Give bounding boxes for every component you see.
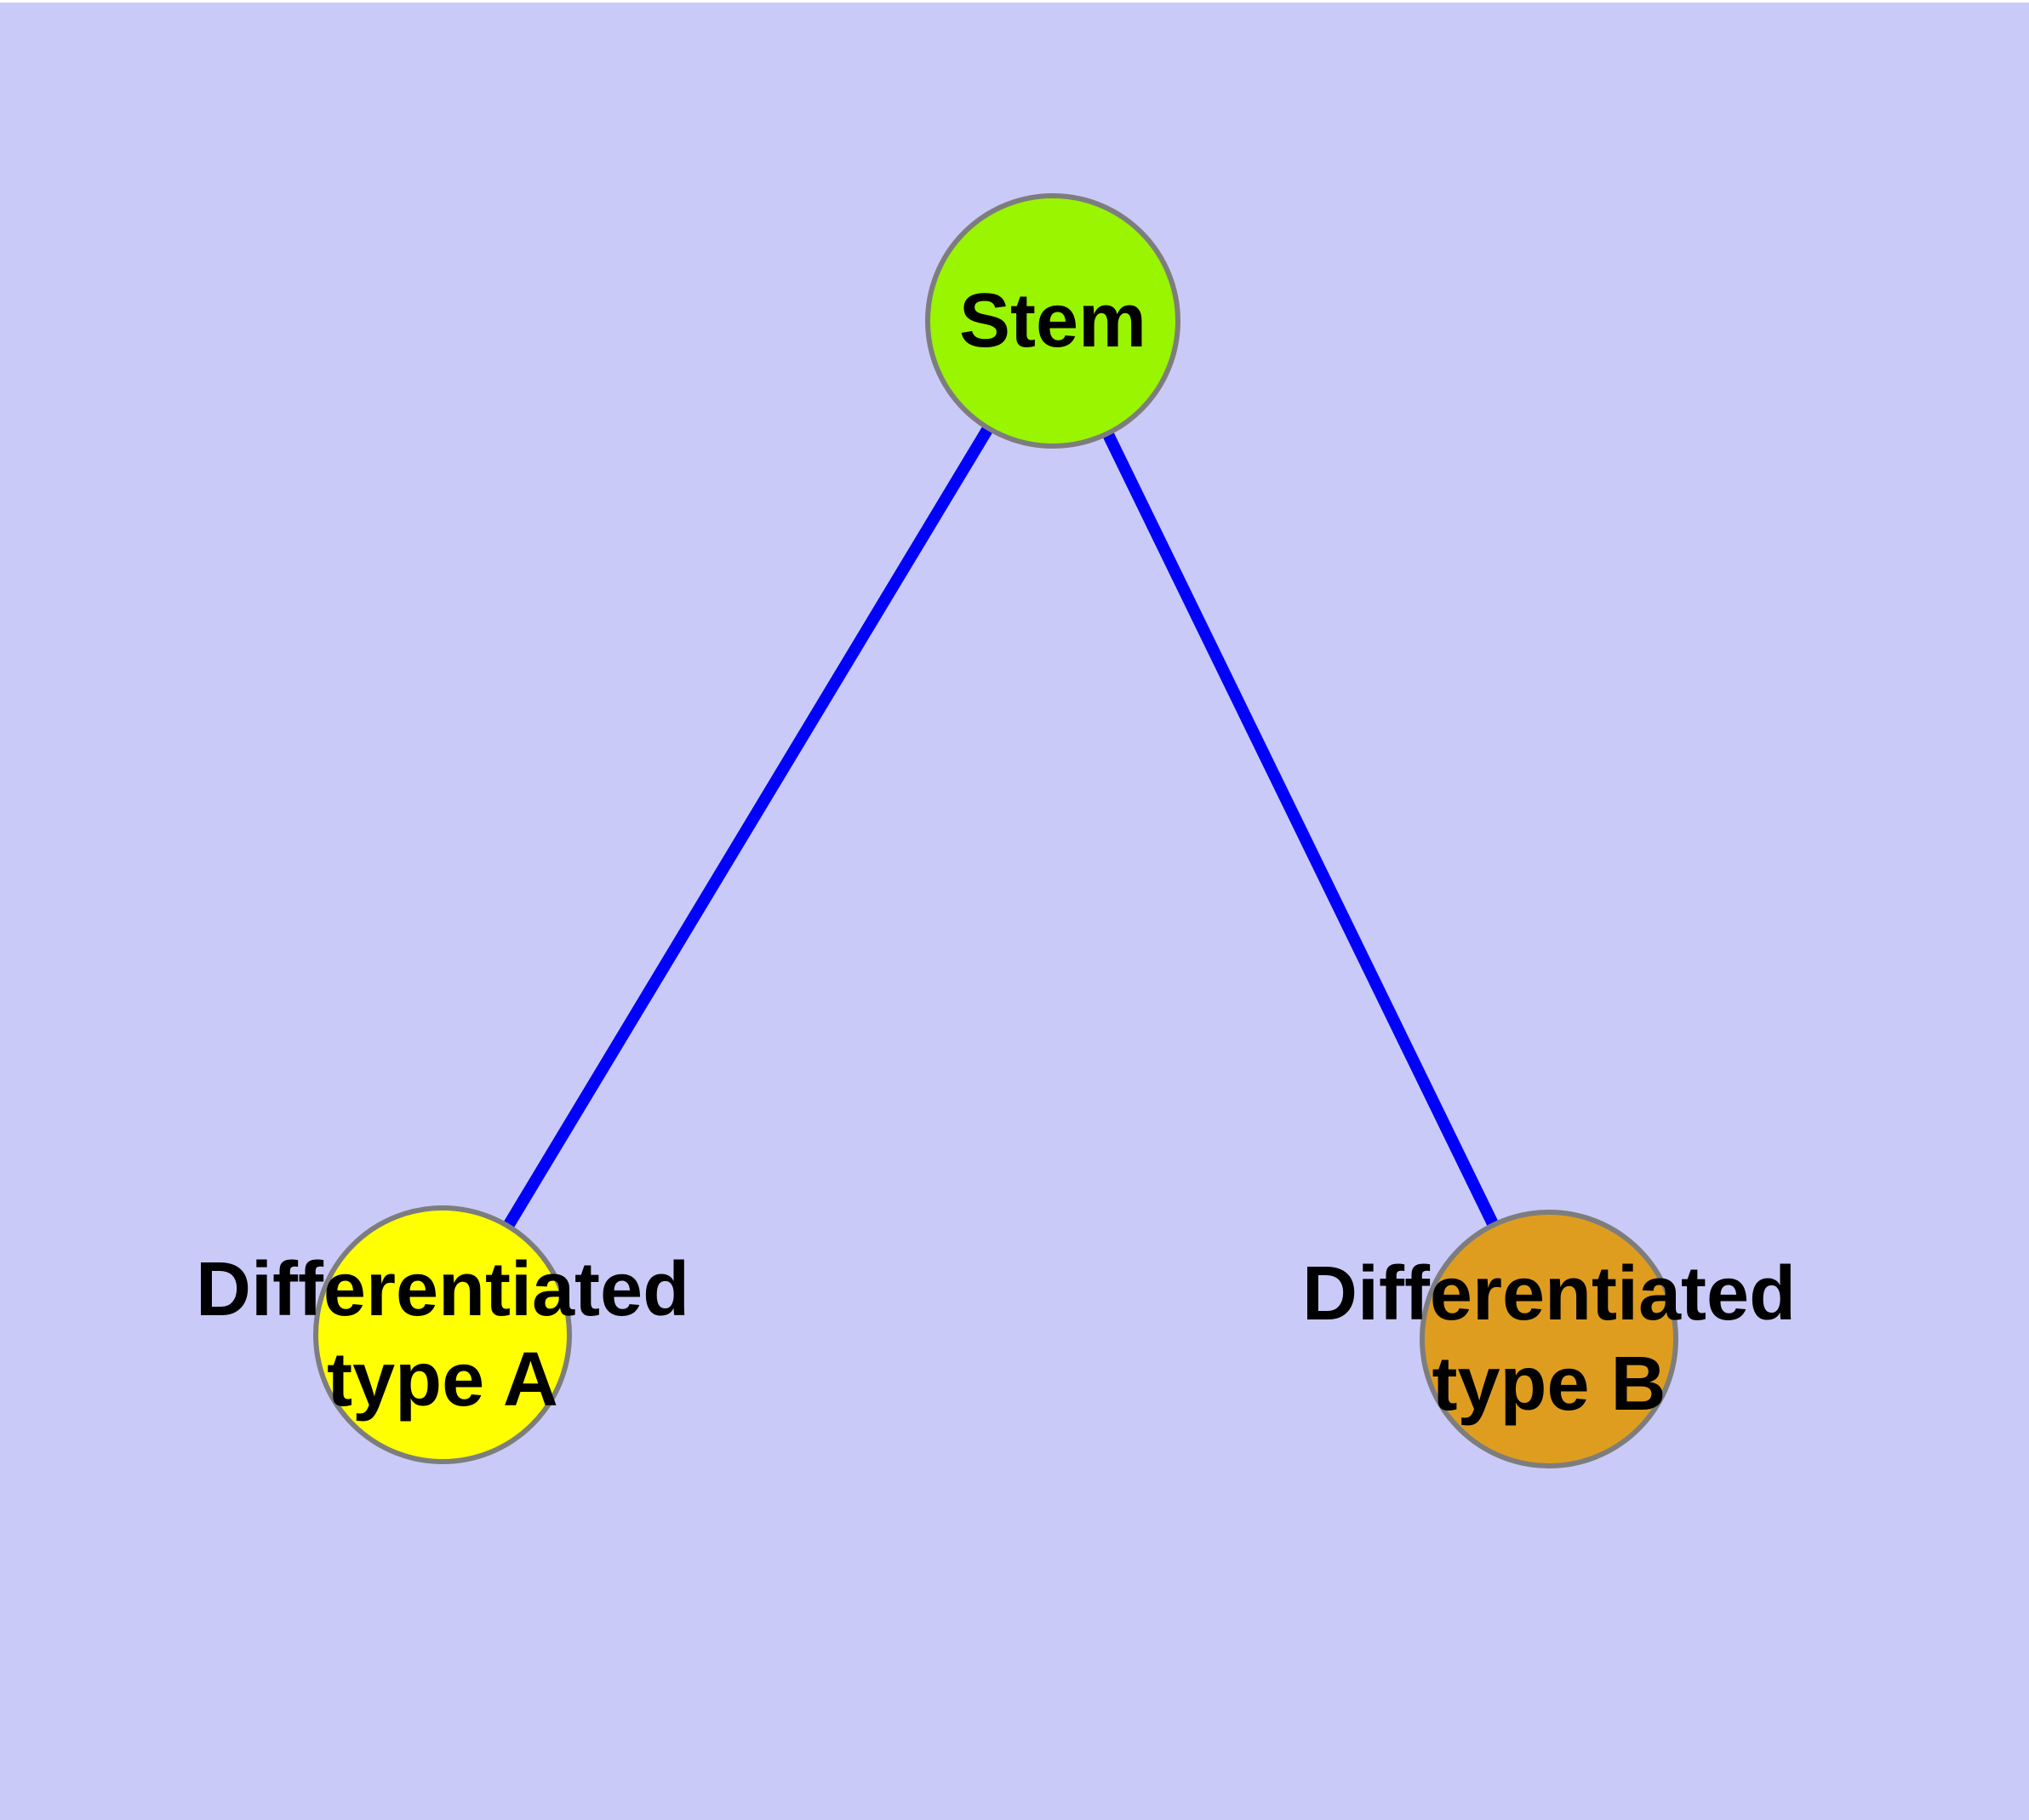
edge-stem-to-type-b[interactable] xyxy=(1047,318,1555,1342)
node-differentiated-type-b-label: Differentiated type B xyxy=(1301,1251,1797,1427)
edge-stem-to-type-a[interactable] xyxy=(437,318,1058,1338)
node-differentiated-type-a[interactable]: Differentiated type A xyxy=(196,1205,689,1464)
node-differentiated-type-b[interactable]: Differentiated type B xyxy=(1302,1210,1796,1468)
node-stem[interactable]: Stem xyxy=(925,193,1180,449)
edges-layer xyxy=(437,318,1555,1342)
node-stem-label: Stem xyxy=(958,278,1147,363)
node-differentiated-type-a-label: Differentiated type A xyxy=(195,1247,690,1422)
